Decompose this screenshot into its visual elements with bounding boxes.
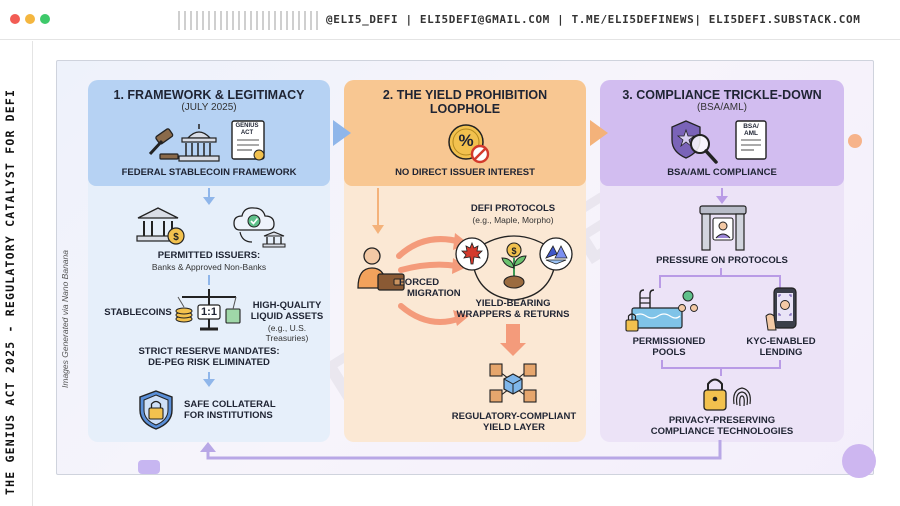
pressure-on-protocols-label: PRESSURE ON PROTOCOLS: [656, 255, 788, 266]
connector-line: [208, 372, 210, 380]
contact-links: @ELI5_DEFI | ELI5DEFI@GMAIL.COM | T.ME/E…: [326, 13, 861, 26]
image-credit: Images Generated via Nano Banana: [60, 250, 70, 388]
sidebar: [0, 41, 33, 506]
bsa-aml-compliance-label: BSA/AML COMPLIANCE: [667, 167, 777, 178]
percent-symbol: %: [458, 131, 474, 150]
top-bar: @ELI5_DEFI | ELI5DEFI@GMAIL.COM | T.ME/E…: [0, 0, 900, 40]
hqla-title: HIGH-QUALITY LIQUID ASSETS: [250, 300, 324, 322]
column1-title: 1. FRAMEWORK & LEGITIMACY: [113, 88, 305, 102]
yield-wrappers-line2: WRAPPERS & RETURNS: [456, 309, 570, 320]
permitted-issuers-subtitle: Banks & Approved Non-Banks: [151, 262, 267, 272]
bsa-aml-doc-label: BSA/ AML: [743, 123, 759, 138]
yield-wrappers-line1: YIELD-BEARING: [475, 298, 551, 309]
safe-collateral-line1: SAFE COLLATERAL: [184, 399, 276, 410]
defi-protocols-subtitle: (e.g., Maple, Morpho): [472, 215, 554, 225]
morpho-protocol-icon: [539, 237, 573, 271]
no-interest-icon: [448, 124, 490, 164]
compliant-layer-line2: YIELD LAYER: [483, 422, 545, 433]
federal-framework-label: FEDERAL STABLECOIN FRAMEWORK: [121, 167, 297, 178]
arrow-down-icon: [203, 197, 215, 205]
decor-orb: [842, 444, 876, 478]
capitol-building-icon: [178, 124, 220, 162]
badge-magnifier-icon: [671, 120, 718, 164]
no-interest-label: NO DIRECT ISSUER INTEREST: [395, 167, 535, 178]
safe-collateral-line2: FOR INSTITUTIONS: [184, 410, 273, 421]
gavel-icon: [148, 128, 179, 160]
svg-text:$: $: [511, 246, 516, 256]
column2-title-line2: LOOPHOLE: [429, 102, 501, 116]
defi-protocols-title: DEFI PROTOCOLS: [470, 203, 556, 214]
kyc-phone-icon: [765, 287, 797, 331]
column3-title: 3. COMPLIANCE TRICKLE-DOWN: [622, 88, 822, 102]
close-window-button[interactable]: [10, 14, 20, 24]
feedback-loop-arrow: [200, 440, 722, 460]
permissioned-pool-icon: [625, 289, 698, 332]
connector-line: [377, 188, 379, 226]
maximize-window-button[interactable]: [40, 14, 50, 24]
arrow-right-icon: [333, 120, 351, 146]
column3-subtitle: (BSA/AML): [696, 102, 747, 113]
connector-line: [721, 188, 723, 198]
bank-icon: $: [136, 207, 185, 245]
kyc-lending-line2: LENDING: [759, 347, 803, 358]
privacy-tech-line2: COMPLIANCE TECHNOLOGIES: [650, 426, 794, 437]
ratio-label: 1:1: [201, 306, 217, 318]
arrow-down-icon: [500, 343, 526, 356]
reserve-mandates-line1: STRICT RESERVE MANDATES:: [138, 346, 280, 357]
column2-title-line1: 2. THE YIELD PROHIBITION: [382, 88, 548, 102]
forced-migration-line2: MIGRATION: [407, 288, 461, 299]
privacy-tech-line1: PRIVACY-PRESERVING: [668, 415, 776, 426]
sprout-coin-icon: $: [501, 242, 527, 289]
connector-line: [208, 188, 210, 198]
merge-connector: [661, 360, 781, 376]
connector-line: [208, 275, 210, 285]
migration-arrows-icon: [396, 233, 469, 326]
blockchain-layer-icon: [489, 363, 537, 403]
stablecoins-label: STABLECOINS: [104, 307, 172, 318]
balance-scale-icon: [175, 289, 241, 331]
person-wallet-icon: [357, 247, 405, 291]
maple-protocol-icon: [455, 237, 489, 271]
bsa-aml-document-icon: [735, 120, 767, 160]
kyc-lending-line1: KYC-ENABLED: [746, 336, 816, 347]
decor-orb: [848, 134, 862, 148]
arrow-right-icon: [590, 120, 608, 146]
minimize-window-button[interactable]: [25, 14, 35, 24]
permissioned-pools-line2: POOLS: [652, 347, 686, 358]
genius-act-label: GENIUS ACT: [235, 123, 259, 136]
privacy-lock-icon: [703, 378, 751, 411]
shield-lock-icon: [139, 390, 173, 430]
decor-orb: [138, 460, 160, 474]
identity-scanner-icon: [699, 205, 747, 251]
permitted-issuers-title: PERMITTED ISSUERS:: [157, 250, 261, 261]
compliant-layer-line1: REGULATORY-COMPLIANT: [451, 411, 577, 422]
arrow-down-icon: [372, 225, 384, 234]
reserve-mandates-line2: DE-PEG RISK ELIMINATED: [148, 357, 270, 368]
header-framework: [88, 80, 330, 186]
vertical-title: THE GENIUS ACT 2025 - REGULATORY CATALYS…: [3, 88, 17, 495]
connector-line: [506, 324, 520, 344]
barcode-decoration: [178, 11, 318, 30]
branch-connector: [659, 268, 781, 288]
cloud-bank-icon: [233, 207, 286, 248]
arrow-down-icon: [716, 196, 728, 204]
arrow-down-icon: [203, 379, 215, 387]
permissioned-pools-line1: PERMISSIONED: [632, 336, 706, 347]
forced-migration-line1: FORCED: [399, 277, 440, 288]
svg-text:$: $: [173, 232, 179, 243]
genius-act-document-icon: [231, 120, 265, 161]
hqla-subtitle: (e.g., U.S. Treasuries): [265, 323, 309, 343]
column1-subtitle: (JULY 2025): [181, 102, 237, 113]
header-compliance: [600, 80, 844, 186]
